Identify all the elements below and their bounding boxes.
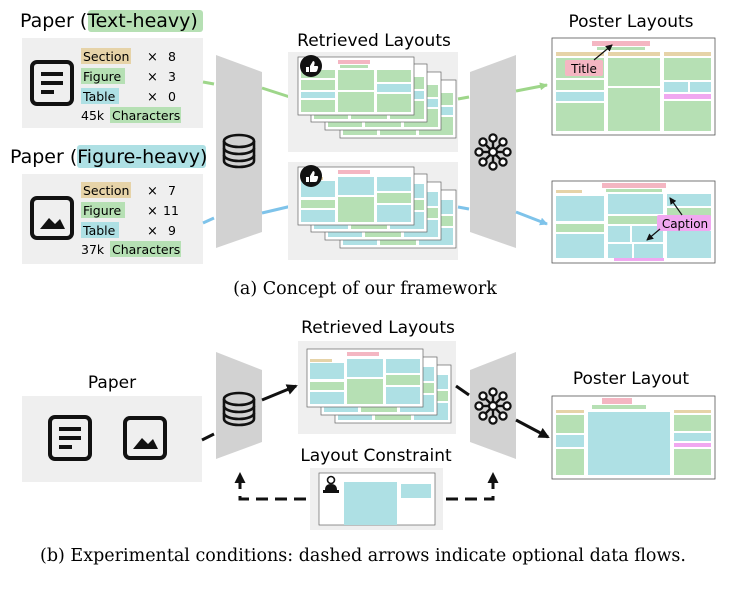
poster-layout-title: Poster Layout (573, 369, 690, 389)
characters-highlight (110, 241, 181, 257)
retrieved-layouts-title: Retrieved Layouts (297, 31, 451, 51)
times-symbol: × (147, 184, 158, 199)
layout-constraint-title: Layout Constraint (300, 446, 452, 466)
generator-block-b (470, 352, 516, 459)
paper-text-heavy-heading: Paper (Text-heavy) (20, 10, 203, 32)
user-icon (323, 475, 339, 493)
stat-section-count: 8 (168, 49, 176, 64)
flow-line (455, 384, 470, 397)
times-symbol: × (147, 90, 158, 105)
retrieved-layout-card (306, 348, 424, 408)
retrieved-stack-figure (288, 162, 458, 260)
paper-figure-heavy-prefix: Paper ( (10, 146, 77, 168)
caption-a: (a) Concept of our framework (233, 279, 497, 299)
characters-highlight (110, 107, 181, 123)
flow-line-green (202, 80, 215, 86)
flow-arrow (261, 384, 298, 402)
flow-line-blue (202, 216, 215, 225)
section-highlight (81, 48, 131, 64)
paper-figure-heavy-panel: Section Figure Table × × × 7 11 9 37k Ch… (22, 174, 203, 264)
stat-section-count: 7 (168, 183, 176, 198)
caption-callout-arrow (646, 228, 661, 241)
poster-layout-output (551, 395, 716, 480)
caption-callout-arrow (669, 197, 683, 216)
flow-arrow-blue (515, 210, 548, 226)
generator-block (470, 55, 516, 248)
paper-figure-heavy-heading: Paper (Figure-heavy) (10, 145, 207, 168)
flow-line (201, 432, 215, 442)
stat-section-label: Section (83, 49, 129, 64)
table-highlight (81, 88, 119, 104)
retrieved-layouts-title-b: Retrieved Layouts (301, 318, 455, 338)
figure-highlight (81, 202, 125, 218)
paper-figure-heavy-suffix: ) (200, 146, 207, 168)
retrieved-stack-b (298, 341, 456, 434)
stat-figure-count: 3 (168, 69, 176, 84)
paper-text-heavy-tag: Text-heavy (86, 10, 190, 32)
text-heavy-highlight (88, 10, 203, 32)
chars-count: 37k (81, 242, 105, 257)
section-highlight (81, 182, 131, 198)
table-highlight (81, 222, 119, 238)
thumbs-up-icon (300, 165, 322, 187)
paper-text-heavy-suffix: ) (190, 10, 197, 32)
stat-figure-count: 11 (163, 203, 179, 218)
title-callout-arrow (593, 44, 613, 61)
poster-layouts-title: Poster Layouts (568, 12, 693, 32)
figure-heavy-highlight (77, 145, 206, 168)
flow-line-blue (457, 205, 470, 211)
title-callout-box (565, 60, 603, 76)
times-symbol: × (147, 50, 158, 65)
stat-table-count: 0 (168, 89, 176, 104)
caption-callout-box (657, 215, 711, 231)
stat-table-label: Table (82, 89, 116, 104)
flow-arrow-green (515, 82, 548, 93)
figure-highlight (81, 68, 125, 84)
times-symbol: × (147, 204, 158, 219)
paper-panel (22, 396, 202, 482)
paper-text-heavy-prefix: Paper ( (20, 10, 87, 32)
svg-text:Paper (Text-heavy): Paper (Text-heavy) (20, 10, 198, 32)
poster-layout-figure: Caption (551, 180, 716, 264)
paper-title: Paper (88, 373, 136, 393)
thumbs-up-icon (300, 55, 322, 77)
stat-figure-label: Figure (83, 69, 121, 84)
stat-section-label: Section (83, 183, 129, 198)
flow-arrow (515, 418, 550, 439)
title-callout: Title (570, 62, 597, 76)
retriever-block (216, 55, 262, 248)
caption-callout: Caption (662, 217, 708, 231)
poster-layout-text: Title (551, 37, 716, 136)
chars-label: Characters (112, 242, 180, 257)
retriever-block-b (216, 352, 262, 459)
flow-line-green (457, 95, 470, 101)
retrieved-stack-text (288, 52, 458, 152)
chars-label: Characters (112, 108, 180, 123)
stat-table-label: Table (82, 223, 116, 238)
paper-figure-heavy-tag: Figure-heavy (77, 146, 200, 168)
times-symbol: × (147, 70, 158, 85)
paper-text-heavy-panel: Section Figure Table × × × 8 3 0 45k Cha… (22, 38, 203, 128)
network-icon (474, 133, 512, 171)
layout-constraint-panel (310, 468, 443, 530)
chars-count: 45k (81, 108, 105, 123)
caption-b: (b) Experimental conditions: dashed arro… (40, 546, 686, 566)
optional-flow-right (446, 472, 499, 501)
stat-table-count: 9 (168, 223, 176, 238)
stat-figure-label: Figure (83, 203, 121, 218)
optional-flow-left (234, 472, 306, 501)
times-symbol: × (147, 224, 158, 239)
network-icon (474, 387, 512, 425)
svg-text:Paper (Figure-heavy): Paper (Figure-heavy) (10, 146, 207, 168)
